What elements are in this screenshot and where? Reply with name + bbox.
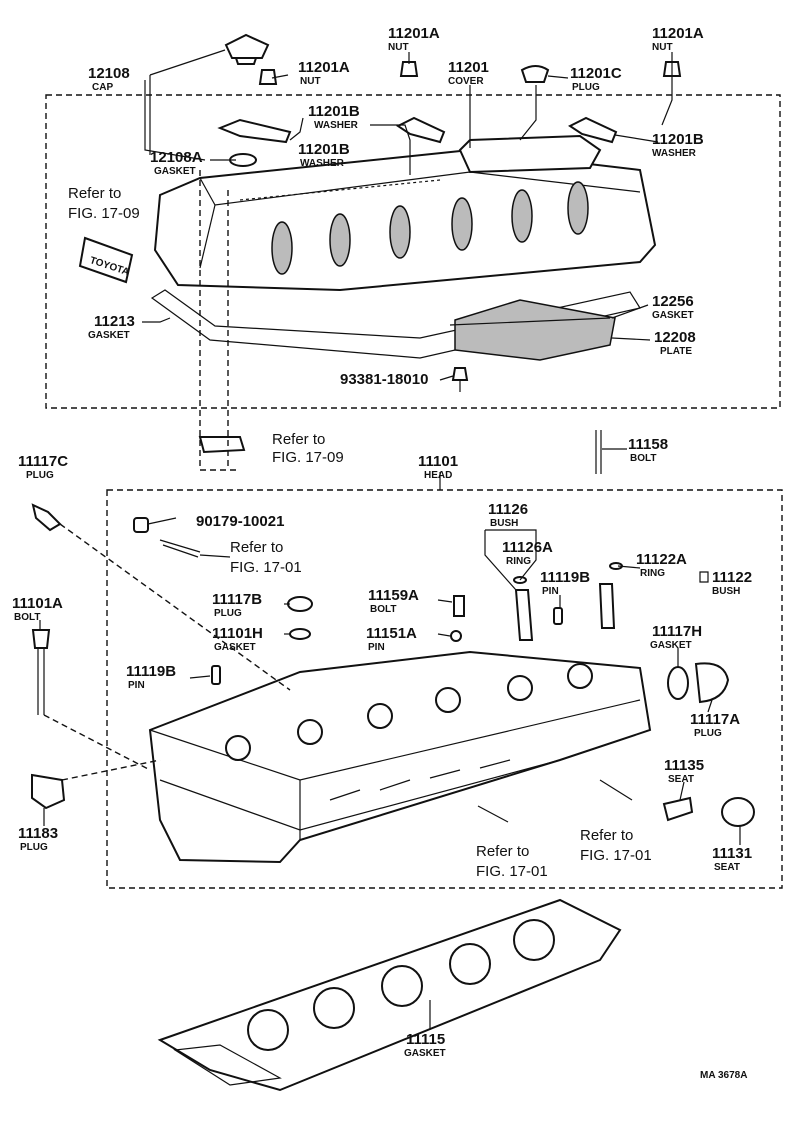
callout-11201C-num: 11201C [570,65,622,82]
head-gasket [157,898,622,1092]
callout-11135-num: 11135 [664,757,704,774]
callout-11131-num: 11131 [712,845,752,862]
callout-11201B-2-num: 11201B [298,141,350,158]
ref2-line1: Refer to [272,431,325,448]
callout-11126-num: 11126 [488,501,528,518]
callout-11201-name: COVER [448,76,484,87]
callout-12208-name: PLATE [660,346,692,357]
cover-screw [451,367,469,392]
callout-11101-num: 11101 [418,453,458,470]
callout-11119B-2-num: 11119B [126,663,176,680]
callout-11117B-name: PLUG [214,608,242,619]
ref4-line2: FIG. 17-01 [476,863,548,880]
ref1-line2: FIG. 17-09 [68,205,140,222]
callout-11201B-2-name: WASHER [300,158,345,169]
callout-11201A-3-name: NUT [652,42,673,53]
callout-11117A-num: 11117A [690,711,740,728]
callout-11122-name: BUSH [712,586,740,597]
callout-11158-num: 11158 [628,436,668,453]
callout-11183-num: 11183 [18,825,58,842]
callout-12108A-name: GASKET [154,166,196,177]
cylinder-head [148,650,652,864]
leader-lines [39,49,741,1030]
callout-11101A-num: 11101A [12,595,63,612]
callout-labels: 12108 CAP 11201A NUT 11201A NUT 11201A N… [12,25,752,1059]
callout-11151A-name: PIN [368,642,385,653]
cover-group-box [45,94,781,409]
callout-12108A-num: 12108A [150,149,203,166]
cover-plug [520,65,550,83]
callout-11201B-1-name: WASHER [314,120,359,131]
ref1-line1: Refer to [68,185,121,202]
ref4-line1: Refer to [476,843,529,860]
callout-11183-name: PLUG [20,842,48,853]
callout-11122-num: 11122 [712,569,752,586]
callout-11158-name: BOLT [630,453,656,464]
cover-washers [217,116,618,144]
callout-11117B-num: 11117B [212,591,262,608]
ref5-line1: Refer to [580,827,633,844]
ref3-line2: FIG. 17-01 [230,559,302,576]
figure-references: Refer to FIG. 17-09 Refer to FIG. 17-09 … [68,185,652,880]
callout-11135-name: SEAT [668,774,694,785]
emblem-plate: TOYOTA [78,236,134,284]
callout-11122A-num: 11122A [636,551,687,568]
ref3-line1: Refer to [230,539,283,556]
callout-11119B-1-num: 11119B [540,569,590,586]
callout-11213-num: 11213 [94,313,135,330]
callout-11201B-3-name: WASHER [652,148,697,159]
callout-11117A-name: PLUG [694,728,722,739]
callout-11119B-2-name: PIN [128,680,145,691]
callout-11101H-name: GASKET [214,642,256,653]
callout-90179-num: 90179-10021 [196,513,284,530]
cover-gasket [150,289,641,359]
callout-11101A-name: BOLT [14,612,40,623]
callout-11117C-num: 11117C [18,453,68,470]
oil-filler-cap [224,33,270,65]
callout-12108-name: CAP [92,82,113,93]
figure-code: MA 3678A [700,1070,747,1081]
callout-12256-num: 12256 [652,293,694,310]
stud-bolt-small [198,436,246,454]
callout-11201B-1-num: 11201B [308,103,360,120]
callout-11131-name: SEAT [714,862,740,873]
callout-93381-num: 93381-18010 [340,371,428,388]
callout-11117H-name: GASKET [650,640,692,651]
callout-11126-name: BUSH [490,518,518,529]
head-small-parts [31,430,755,827]
ref5-line2: FIG. 17-01 [580,847,652,864]
callout-11201A-1-num: 11201A [298,59,350,76]
callout-11117H-num: 11117H [652,623,702,640]
callout-11159A-name: BOLT [370,604,396,615]
callout-11201A-2-name: NUT [388,42,409,53]
head-group-box [106,489,783,889]
callout-11115-name: GASKET [404,1048,446,1059]
callout-11201A-1-name: NUT [300,76,321,87]
callout-11126A-num: 11126A [502,539,553,556]
callout-11101-name: HEAD [424,470,452,481]
callout-11126A-name: RING [506,556,531,567]
callout-11115-num: 11115 [406,1031,445,1048]
callout-11117C-name: PLUG [26,470,54,481]
callout-11101H-num: 11101H [212,625,263,642]
callout-11201B-3-num: 11201B [652,131,704,148]
ref2-line2: FIG. 17-09 [272,449,344,466]
callout-11151A-num: 11151A [366,625,417,642]
callout-11201A-2-num: 11201A [388,25,440,42]
callout-11201-num: 11201 [448,59,489,76]
baffle-plate [449,299,616,361]
callout-11213-name: GASKET [88,330,130,341]
callout-12256-name: GASKET [652,310,694,321]
callout-11122A-name: RING [640,568,665,579]
callout-11159A-num: 11159A [368,587,419,604]
callout-11201A-3-num: 11201A [652,25,704,42]
callout-12208-num: 12208 [654,329,696,346]
callout-11119B-1-name: PIN [542,586,559,597]
callout-11201C-name: PLUG [572,82,600,93]
cylinder-head-cover [153,134,657,292]
callout-12108-num: 12108 [88,65,130,82]
